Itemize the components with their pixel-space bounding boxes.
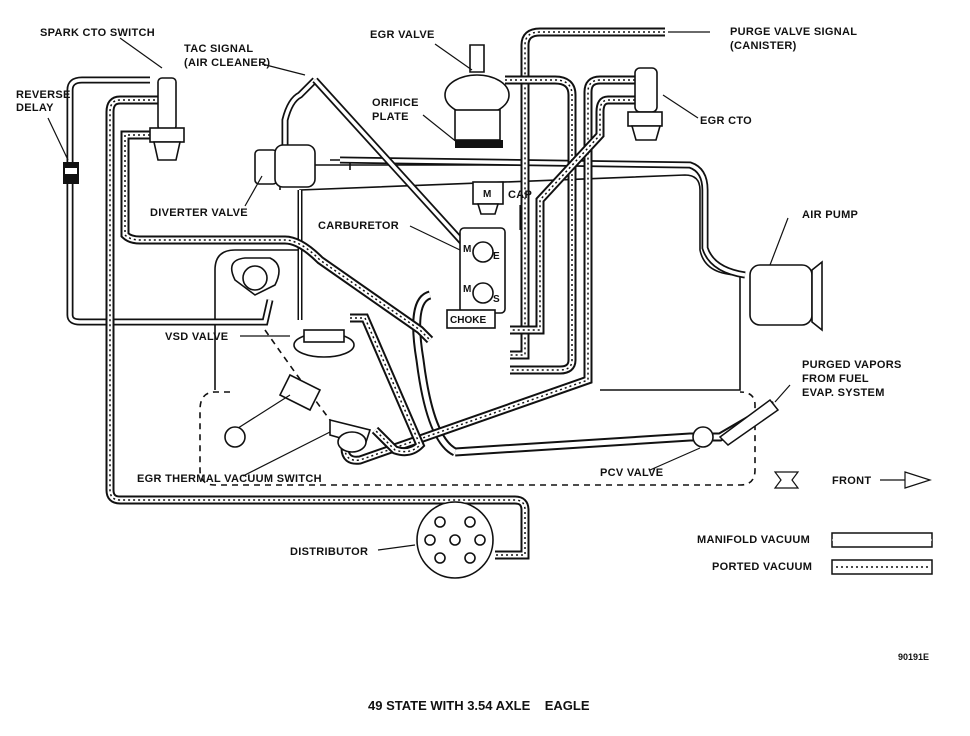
- label-purged-vapors-1: PURGED VAPORS: [802, 359, 902, 371]
- label-front: FRONT: [832, 475, 871, 487]
- label-orifice-plate-2: PLATE: [372, 111, 409, 123]
- carb-port-s: S: [493, 294, 500, 305]
- label-carburetor: CARBURETOR: [318, 220, 399, 232]
- carb-port-m-box: M: [483, 189, 491, 200]
- label-purged-vapors-3: EVAP. SYSTEM: [802, 387, 885, 399]
- carb-port-m-top: M: [463, 244, 471, 255]
- engine-lower-outline: [199, 329, 756, 486]
- vsd-valve-part: [293, 329, 355, 358]
- egr-valve-part: [444, 44, 510, 148]
- label-choke: CHOKE: [450, 315, 486, 326]
- distributor-part: [416, 501, 494, 579]
- label-diverter-valve: DIVERTER VALVE: [150, 207, 248, 219]
- label-purge-valve-signal-1: PURGE VALVE SIGNAL: [730, 26, 857, 38]
- leader-lines: [47, 31, 791, 551]
- spark-cto-switch-part: [149, 77, 185, 161]
- label-egr-cto: EGR CTO: [700, 115, 752, 127]
- label-egr-tvs: EGR THERMAL VACUUM SWITCH: [137, 473, 322, 485]
- label-purged-vapors-2: FROM FUEL: [802, 373, 869, 385]
- label-spark-cto-switch: SPARK CTO SWITCH: [40, 27, 155, 39]
- legend-ported-label: PORTED VACUUM: [712, 561, 812, 573]
- label-reverse-delay-1: REVERSE: [16, 89, 71, 101]
- label-cap: CAP: [508, 189, 532, 201]
- label-tac-signal-2: (AIR CLEANER): [184, 57, 270, 69]
- carburetor-part: [446, 181, 506, 329]
- label-distributor: DISTRIBUTOR: [290, 546, 368, 558]
- legend-manifold-swatch: [831, 532, 933, 548]
- pcv-valve-part: [692, 398, 780, 448]
- figure-number: 90191E: [898, 652, 929, 662]
- legend-manifold-label: MANIFOLD VACUUM: [697, 534, 810, 546]
- air-pump-part: [749, 260, 823, 332]
- sensor-loop-part: [230, 257, 280, 296]
- diagram-caption: 49 STATE WITH 3.54 AXLE EAGLE: [368, 698, 590, 713]
- carb-port-e: E: [493, 251, 500, 262]
- egr-cto-part: [627, 67, 663, 141]
- ported-vacuum-hoses: [105, 27, 665, 560]
- label-egr-valve: EGR VALVE: [370, 29, 435, 41]
- dashed-air-pump-line: [224, 373, 322, 448]
- label-air-pump: AIR PUMP: [802, 209, 858, 221]
- label-tac-signal-1: TAC SIGNAL: [184, 43, 253, 55]
- label-purge-valve-signal-2: (CANISTER): [730, 40, 797, 52]
- label-orifice-plate-1: ORIFICE: [372, 97, 419, 109]
- carb-port-m-bottom: M: [463, 284, 471, 295]
- egr-tvs-part: [329, 418, 372, 453]
- label-vsd-valve: VSD VALVE: [165, 331, 228, 343]
- front-arrow-icon: [773, 471, 932, 489]
- reverse-delay-part: [63, 162, 79, 184]
- diverter-valve-part: [254, 144, 316, 188]
- label-reverse-delay-2: DELAY: [16, 102, 54, 114]
- legend-ported-swatch: [831, 559, 933, 575]
- manifold-vacuum-hoses: [66, 76, 778, 457]
- label-pcv-valve: PCV VALVE: [600, 467, 663, 479]
